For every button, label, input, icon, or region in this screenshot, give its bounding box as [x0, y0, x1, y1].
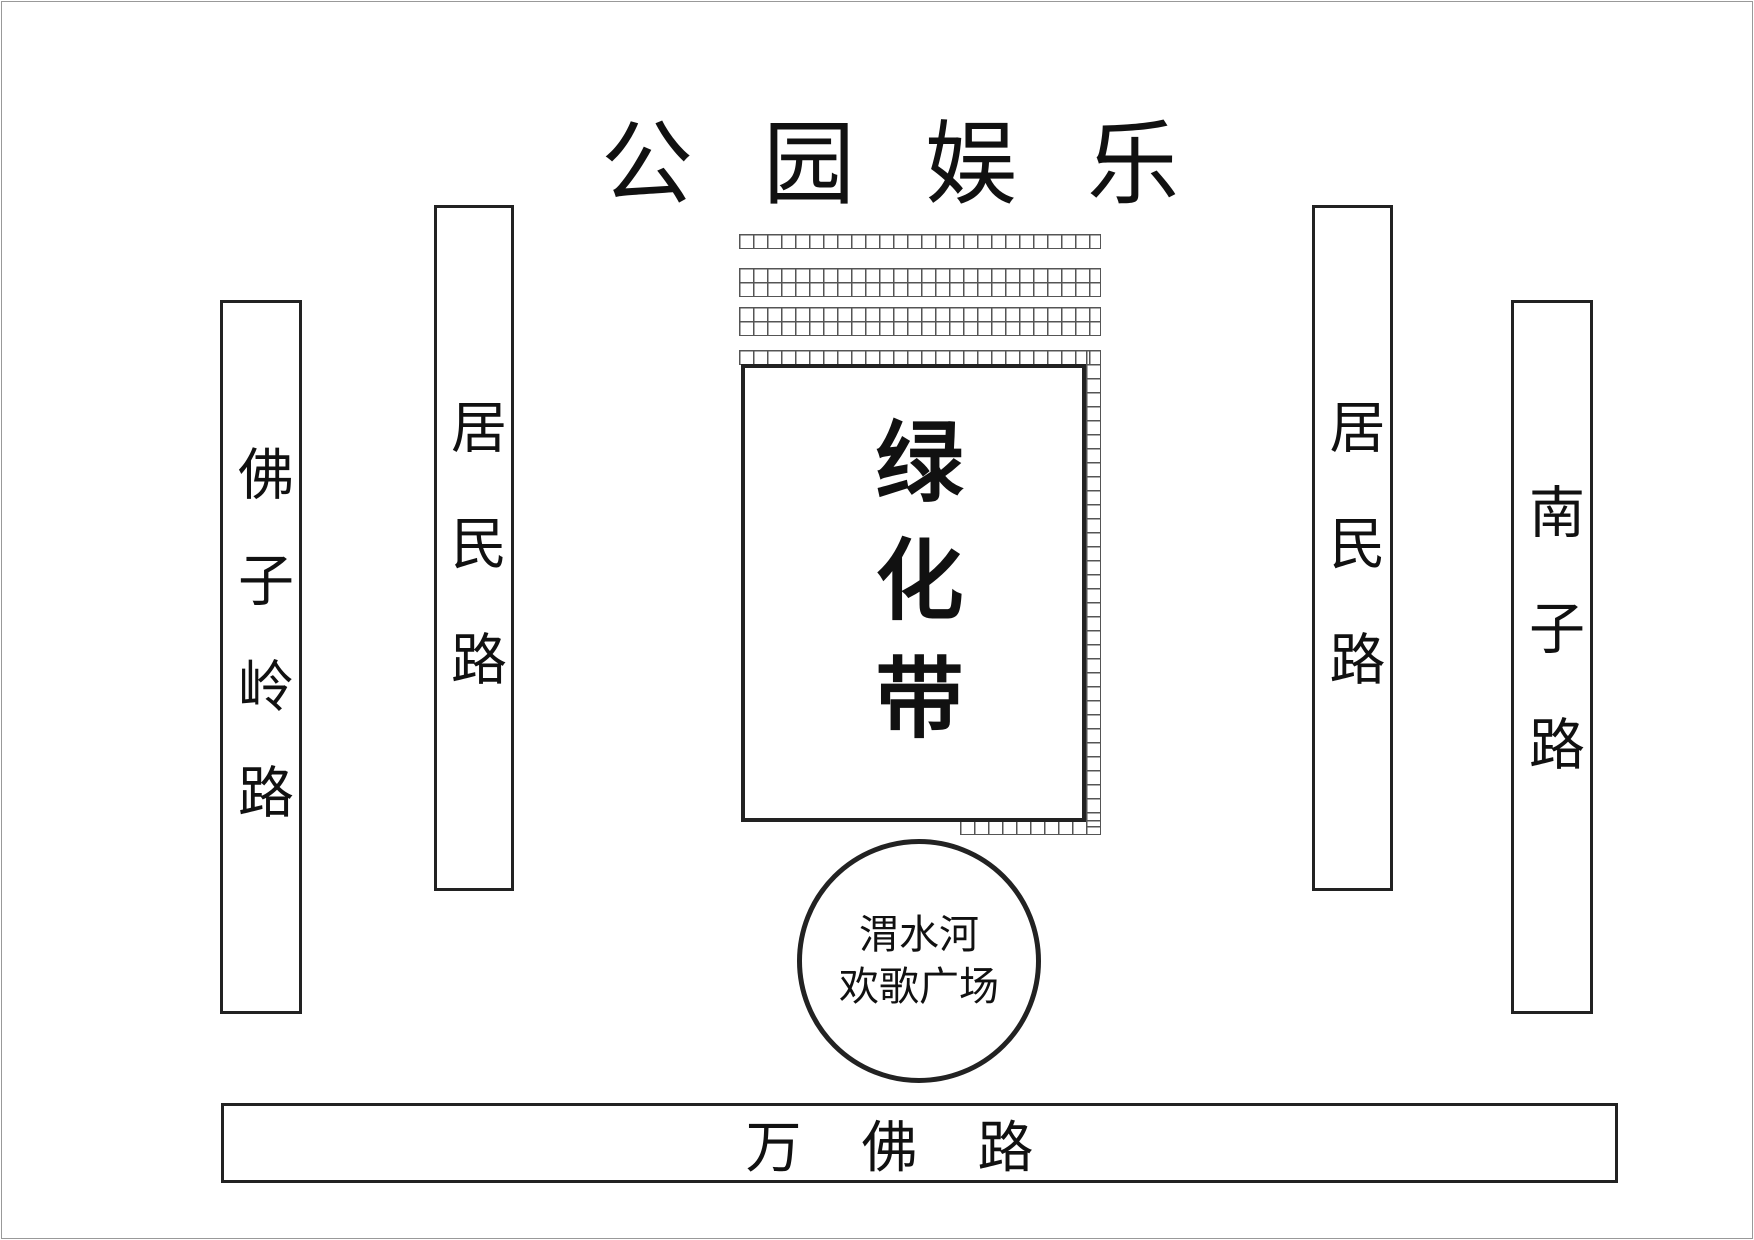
road-label: 佛子岭路: [228, 445, 294, 869]
green-belt-label: 绿化带: [861, 416, 965, 770]
seating-grid-row: [739, 350, 1101, 365]
park-entertainment-title: 公园娱乐: [600, 111, 1249, 218]
road-label: 南子路: [1519, 483, 1585, 831]
road-wanfo: 万佛路: [221, 1103, 1618, 1183]
road-jumin-left: 居民路: [434, 205, 514, 891]
road-label: 万佛路: [745, 1115, 1094, 1181]
seating-grid-row: [739, 307, 1101, 336]
seating-grid-column: [1086, 350, 1101, 835]
plaza-circle: 渭水河 欢歌广场: [797, 839, 1041, 1083]
seating-grid-row: [960, 820, 1101, 835]
seating-grid-row: [739, 268, 1101, 297]
road-jumin-right: 居民路: [1312, 205, 1393, 891]
seating-grid-row: [739, 234, 1101, 249]
road-label: 居民路: [1320, 398, 1385, 746]
road-label: 居民路: [441, 398, 507, 746]
road-nanzi: 南子路: [1511, 300, 1593, 1014]
plaza-name-line2: 欢歌广场: [839, 964, 999, 1010]
green-belt: 绿化带: [741, 364, 1086, 822]
road-fozi-ling: 佛子岭路: [220, 300, 302, 1014]
plaza-name-line1: 渭水河: [859, 912, 979, 958]
